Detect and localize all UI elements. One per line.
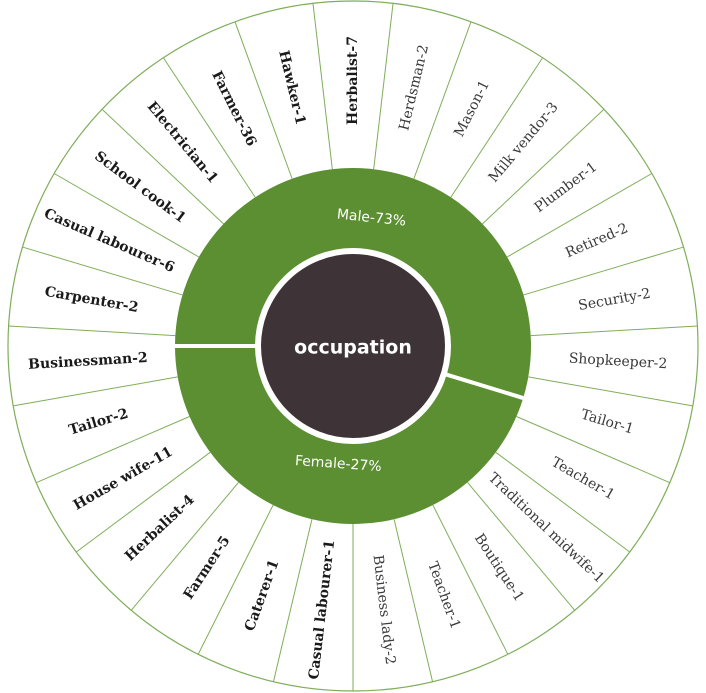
segment-divider (432, 504, 509, 655)
male-group-label: Male-73% (336, 206, 407, 229)
segment-divider (413, 21, 472, 179)
segment-divider (163, 57, 256, 198)
segment-divider (234, 21, 293, 179)
female-group-label: Female-27% (294, 453, 382, 475)
segment-divider (528, 376, 693, 407)
segment-divider (506, 173, 653, 258)
occupation-segment-label: Businessman-2 (28, 350, 148, 373)
segment-divider (130, 482, 239, 611)
segment-divider (101, 108, 224, 225)
segment-divider (393, 519, 434, 682)
segment-divider (516, 416, 670, 484)
segment-divider (13, 376, 178, 407)
segment-divider (495, 451, 631, 553)
segment-divider (530, 325, 698, 337)
ring-divider-right (443, 371, 524, 400)
segment-divider (272, 519, 313, 682)
male-ring-segment (174, 167, 532, 399)
segment-divider (482, 108, 605, 225)
segment-divider (523, 246, 684, 296)
center-label: occupation (294, 337, 412, 359)
occupation-segment-label: Shopkeeper-2 (568, 351, 667, 373)
segment-divider (22, 246, 183, 296)
segment-divider (8, 325, 176, 337)
segment-divider (53, 173, 200, 258)
segment-divider (467, 482, 576, 611)
segment-divider (75, 451, 211, 553)
segment-divider (197, 504, 274, 655)
segment-divider (312, 3, 333, 170)
occupation-segment-label: Herbalist-7 (345, 36, 361, 125)
segment-divider (36, 416, 190, 484)
gender-ring: Male-73% Female-27% (174, 167, 532, 524)
segment-divider (373, 3, 394, 170)
female-ring-segment (175, 346, 524, 524)
segment-divider (450, 57, 543, 198)
center-disc (255, 248, 451, 444)
